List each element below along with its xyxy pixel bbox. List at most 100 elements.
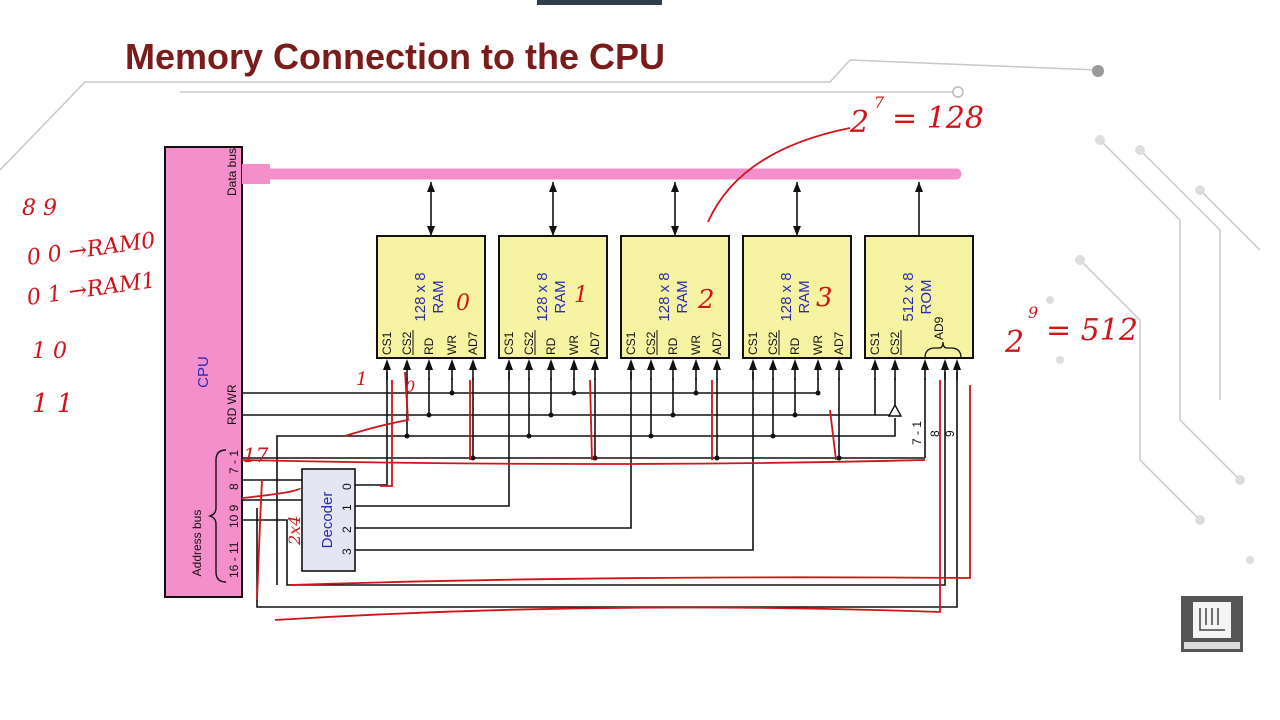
pin-arrow [425, 359, 433, 370]
decoder-output-2: 2 [340, 526, 354, 533]
chip-type: RAM [552, 280, 569, 313]
address-bus-brace [207, 449, 227, 583]
ram-number-0: 0 [456, 291, 470, 316]
chip-size: 128 x 8 [778, 272, 795, 321]
pin-arrow [547, 359, 555, 370]
pin-cs2: CS2 [888, 331, 902, 355]
pin-rd: RD [422, 337, 436, 355]
arrow-down [549, 226, 557, 236]
chip-type: RAM [674, 280, 691, 313]
pin-rd: RD [544, 337, 558, 355]
ram-number-2: 2 [697, 285, 715, 315]
decoder-label: Decoder [319, 492, 336, 549]
top-bar [537, 0, 662, 5]
pin-wr: WR [445, 335, 459, 355]
pin-cs1: CS1 [502, 331, 516, 355]
rom-address-9: 9 [943, 430, 957, 437]
pin-arrow [505, 359, 513, 370]
rd-wr-label: RD WR [225, 384, 239, 425]
table-row-2: 1 0 [32, 339, 67, 364]
pin-arrow [769, 359, 777, 370]
rom-address-8: 8 [928, 430, 942, 437]
decoder-output-1: 1 [340, 504, 354, 511]
pin-ad7: AD7 [466, 331, 480, 355]
slide-title: Memory Connection to the CPU [125, 36, 666, 77]
pin-wr: WR [689, 335, 703, 355]
pin-arrow [871, 359, 879, 370]
address-line-8: 8 [227, 483, 241, 490]
arrow-up [549, 182, 557, 192]
ram-number-1: 1 [574, 283, 588, 308]
pin-arrow [570, 359, 578, 370]
pin-wr: WR [567, 335, 581, 355]
table-header: 8 9 [22, 196, 57, 221]
pin-arrow [591, 359, 599, 370]
decoder-output-0: 0 [340, 483, 354, 490]
pin-cs2: CS2 [400, 331, 414, 355]
chip-body [620, 235, 730, 359]
chip-type: RAM [796, 280, 813, 313]
pin-cs1: CS1 [868, 331, 882, 355]
pin-wire [874, 378, 926, 458]
chip-size: 128 x 8 [656, 272, 673, 321]
decoder-2x4-note: 2x4 [285, 516, 304, 546]
chip-body [376, 235, 486, 359]
pin-arrow [713, 359, 721, 370]
pow7-base: 2 [849, 105, 869, 140]
address-line-16-11: 16 - 11 [227, 541, 241, 578]
pow7-value: = 128 [892, 101, 984, 136]
arrow-down [427, 226, 435, 236]
rom-address-7-1: 7 - 1 [910, 421, 924, 445]
pin-arrow [383, 359, 391, 370]
pin-cs2: CS2 [644, 331, 658, 355]
cs-note-1: 1 [356, 369, 367, 390]
arrow-up [671, 182, 679, 192]
chip-size: 512 x 8 [900, 272, 917, 321]
data-bus-label: Data bus [225, 148, 239, 196]
address-bus-label: Address bus [190, 510, 204, 577]
pin-rd: RD [788, 337, 802, 355]
cpu-label: CPU [195, 356, 212, 388]
pin-arrow [835, 359, 843, 370]
pin-arrow [814, 359, 822, 370]
pin-ad7: AD7 [710, 331, 724, 355]
pin-arrow [647, 359, 655, 370]
cs-note-0: 0 [405, 377, 415, 396]
pow9-base: 2 [1004, 325, 1024, 360]
address-line-10-9: 10 9 [227, 504, 241, 528]
ram-number-3: 3 [816, 283, 833, 313]
pow9-value: = 512 [1046, 313, 1138, 348]
wire-note-17: 17 [243, 443, 269, 467]
decoder-block [301, 468, 356, 572]
pin-arrow [627, 359, 635, 370]
pin-arrow [403, 359, 411, 370]
pin-arrow [749, 359, 757, 370]
table-row-0: 0 0 →RAM0 [25, 228, 157, 271]
table-row-1: 0 1 →RAM1 [25, 268, 157, 311]
chip-type: ROM [918, 280, 935, 315]
cpu-block [164, 146, 243, 598]
pow7-exponent: 7 [874, 93, 885, 112]
arrow-down [793, 226, 801, 236]
handwritten-annotations: 2 7 = 128 2 9 = 512 0 1 2 3 2x4 17 1 0 8… [22, 93, 1138, 621]
pow9-exponent: 9 [1028, 303, 1038, 322]
pin-cs1: CS1 [624, 331, 638, 355]
decoder-output-3: 3 [340, 548, 354, 555]
pin-arrow [525, 359, 533, 370]
pin-arrow [791, 359, 799, 370]
table-row-3: 1 1 [32, 389, 73, 419]
university-logo [1181, 596, 1243, 652]
pin-cs1: CS1 [380, 331, 394, 355]
pin-arrow [448, 359, 456, 370]
pin-rd: RD [666, 337, 680, 355]
pin-cs2: CS2 [522, 331, 536, 355]
pin-cs2: CS2 [766, 331, 780, 355]
control-wires [242, 372, 958, 608]
chip-size: 128 x 8 [412, 272, 429, 321]
chip-type: RAM [430, 280, 447, 313]
